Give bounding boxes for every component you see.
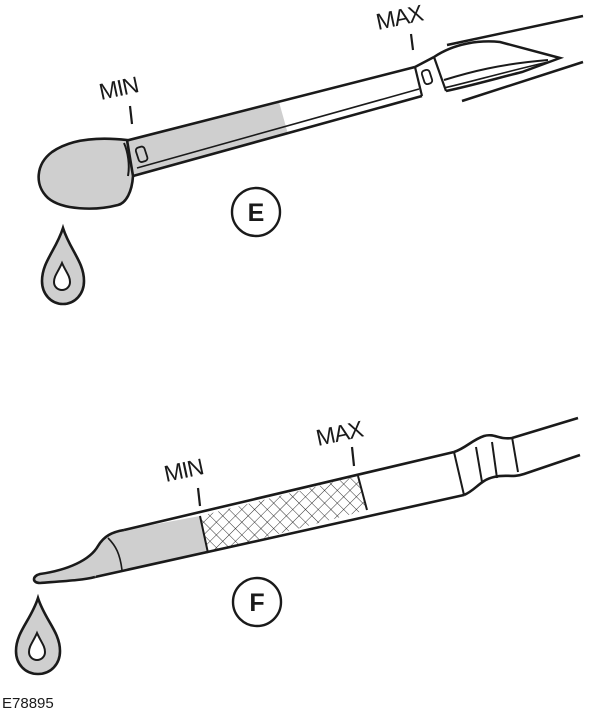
min-tick xyxy=(128,105,134,125)
dipstick-e: MIN MAX E xyxy=(37,0,584,306)
callout-e: E xyxy=(230,186,282,238)
min-label: MIN xyxy=(97,71,141,105)
callout-f-label: F xyxy=(249,589,264,617)
oil-drop-icon xyxy=(40,223,86,306)
min-tick xyxy=(196,487,202,507)
oil-drop-icon xyxy=(14,593,62,676)
figure-code: E78895 xyxy=(2,695,54,712)
dipstick-f: MIN MAX F xyxy=(14,416,581,676)
min-label: MIN xyxy=(162,453,206,487)
callout-f: F xyxy=(231,576,283,628)
max-label: MAX xyxy=(374,0,426,35)
max-tick xyxy=(350,446,356,467)
max-label: MAX xyxy=(314,416,366,451)
max-tick xyxy=(409,33,415,51)
callout-e-label: E xyxy=(248,199,265,227)
